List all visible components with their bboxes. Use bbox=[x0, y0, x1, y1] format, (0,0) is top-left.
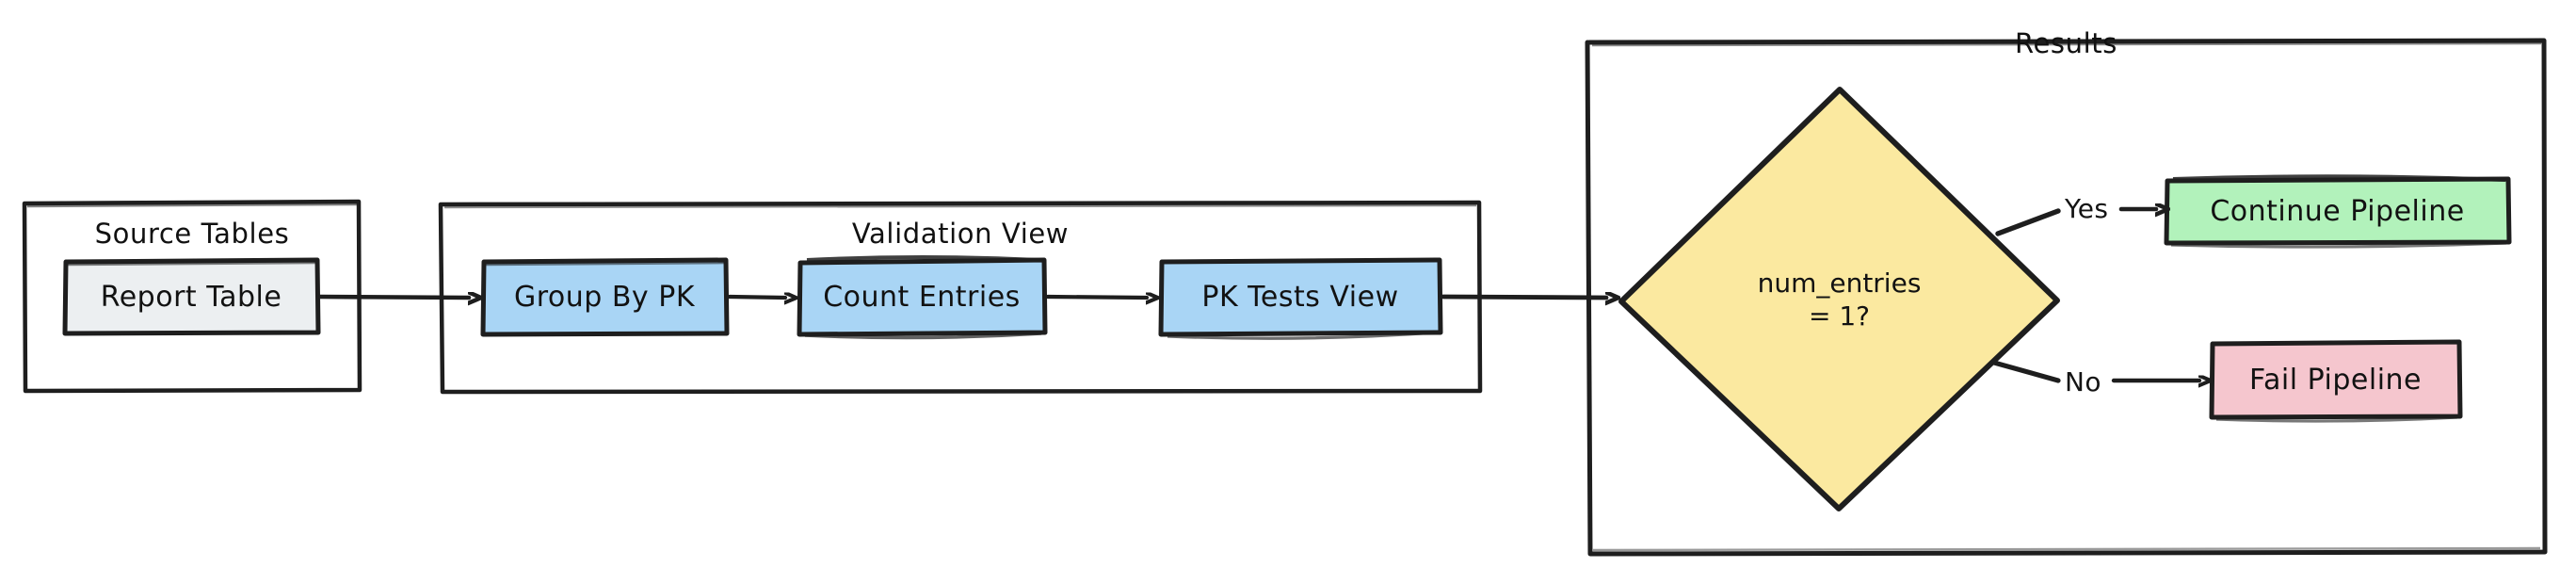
node-continue-pipeline[interactable]: Continue Pipeline bbox=[2165, 179, 2509, 243]
decision-label-line1: num_entries bbox=[1757, 267, 1922, 299]
node-label-continue-pipeline: Continue Pipeline bbox=[2210, 194, 2465, 228]
group-label-source-tables: Source Tables bbox=[94, 218, 290, 250]
node-label-pk-tests-view: PK Tests View bbox=[1201, 281, 1399, 314]
edge-label-no: No bbox=[2065, 366, 2101, 397]
edge-label-yes: Yes bbox=[2065, 193, 2109, 224]
node-fail-pipeline[interactable]: Fail Pipeline bbox=[2211, 342, 2460, 417]
group-label-results: Results bbox=[2015, 27, 2117, 59]
node-label-fail-pipeline: Fail Pipeline bbox=[2249, 363, 2422, 397]
node-group-by-pk[interactable]: Group By PK bbox=[482, 260, 727, 334]
node-label-group-by-pk: Group By PK bbox=[513, 281, 695, 314]
arrow-group-by-pk-to-count-entries bbox=[727, 297, 785, 298]
group-label-validation-view: Validation View bbox=[851, 218, 1070, 250]
node-label-report-table: Report Table bbox=[100, 280, 282, 314]
node-count-entries[interactable]: Count Entries bbox=[798, 260, 1045, 334]
arrow-report-table-to-group-by-pk bbox=[317, 297, 469, 298]
arrow-count-entries-to-pk-tests-view bbox=[1045, 297, 1147, 298]
node-pk-tests-view[interactable]: PK Tests View bbox=[1160, 260, 1441, 334]
arrow-pk-tests-view-to-decision bbox=[1441, 297, 1606, 298]
node-report-table[interactable]: Report Table bbox=[64, 260, 318, 333]
node-num-entries-decision[interactable]: num_entries = 1? bbox=[1621, 226, 2057, 373]
node-label-count-entries: Count Entries bbox=[823, 281, 1021, 314]
decision-label-line2: = 1? bbox=[1808, 300, 1871, 332]
